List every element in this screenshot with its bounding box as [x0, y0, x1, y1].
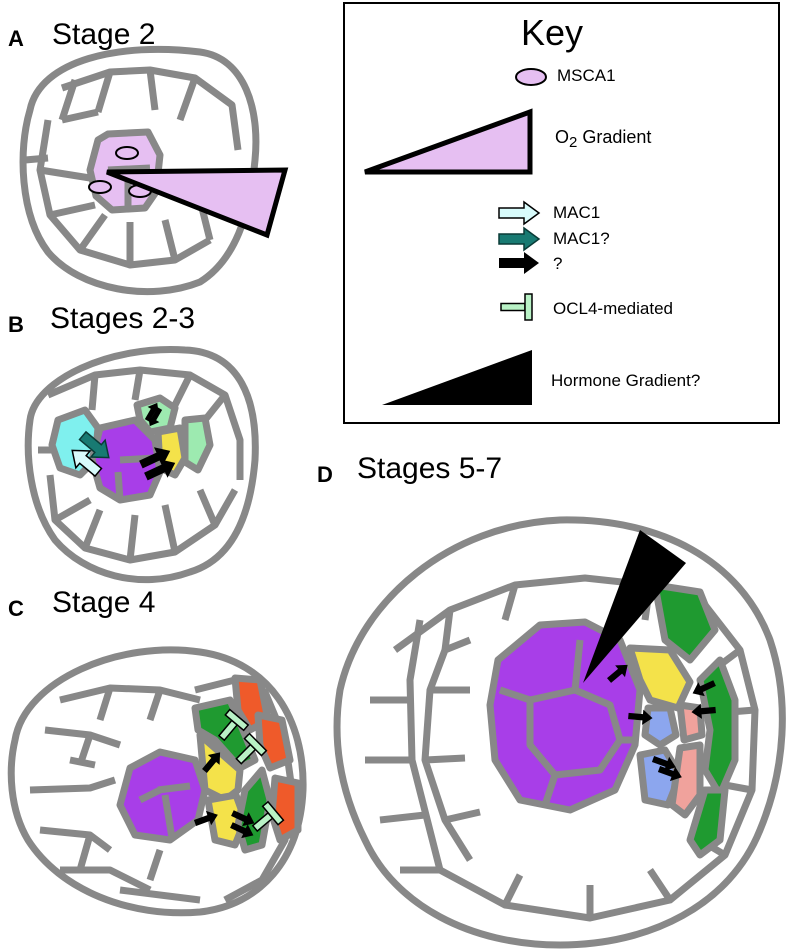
mac1-uncertain-arrow	[78, 430, 110, 459]
unknown-signal-arrow-icon	[499, 252, 539, 274]
msca1-marker	[88, 180, 112, 194]
o2-gradient-wedge	[106, 167, 289, 239]
key-label-o2-gradient: O2 Gradient	[555, 127, 652, 151]
panel-c-title: Stage 4	[52, 586, 156, 619]
msca1-marker	[115, 146, 139, 160]
ocl4-inhibition-icon	[500, 293, 533, 321]
panel-c-letter: C	[8, 596, 24, 621]
hormone-gradient-wedge	[583, 530, 686, 683]
hormone-gradient-icon	[382, 350, 532, 405]
mac1-arrow-icon	[498, 200, 541, 226]
key-label-msca1: MSCA1	[557, 66, 616, 85]
key-label-unknown: ?	[553, 254, 563, 273]
mac1-arrow	[71, 449, 103, 478]
panel-d-ovule	[333, 516, 786, 949]
panel-b-letter: B	[8, 312, 24, 337]
panel-d-title: Stages 5-7	[357, 452, 503, 485]
panel-c-ovule	[7, 646, 307, 917]
key-label-ocl4: OCL4-mediated	[553, 299, 674, 318]
key-title: Key	[521, 12, 584, 53]
panel-a-title: Stage 2	[52, 18, 156, 51]
key-label-mac1: MAC1	[553, 203, 601, 222]
key-legend-box	[343, 2, 780, 424]
panel-b-title: Stages 2-3	[50, 302, 196, 335]
panel-a-letter: A	[8, 26, 24, 51]
key-label-mac1-uncertain: MAC1?	[553, 229, 610, 248]
key-label-hormone-gradient: Hormone Gradient?	[551, 371, 701, 390]
msca1-ellipse-icon	[515, 68, 547, 86]
panel-d-letter: D	[317, 462, 333, 487]
mac1-uncertain-arrow-icon	[498, 226, 541, 252]
o2-gradient-icon	[364, 108, 533, 175]
